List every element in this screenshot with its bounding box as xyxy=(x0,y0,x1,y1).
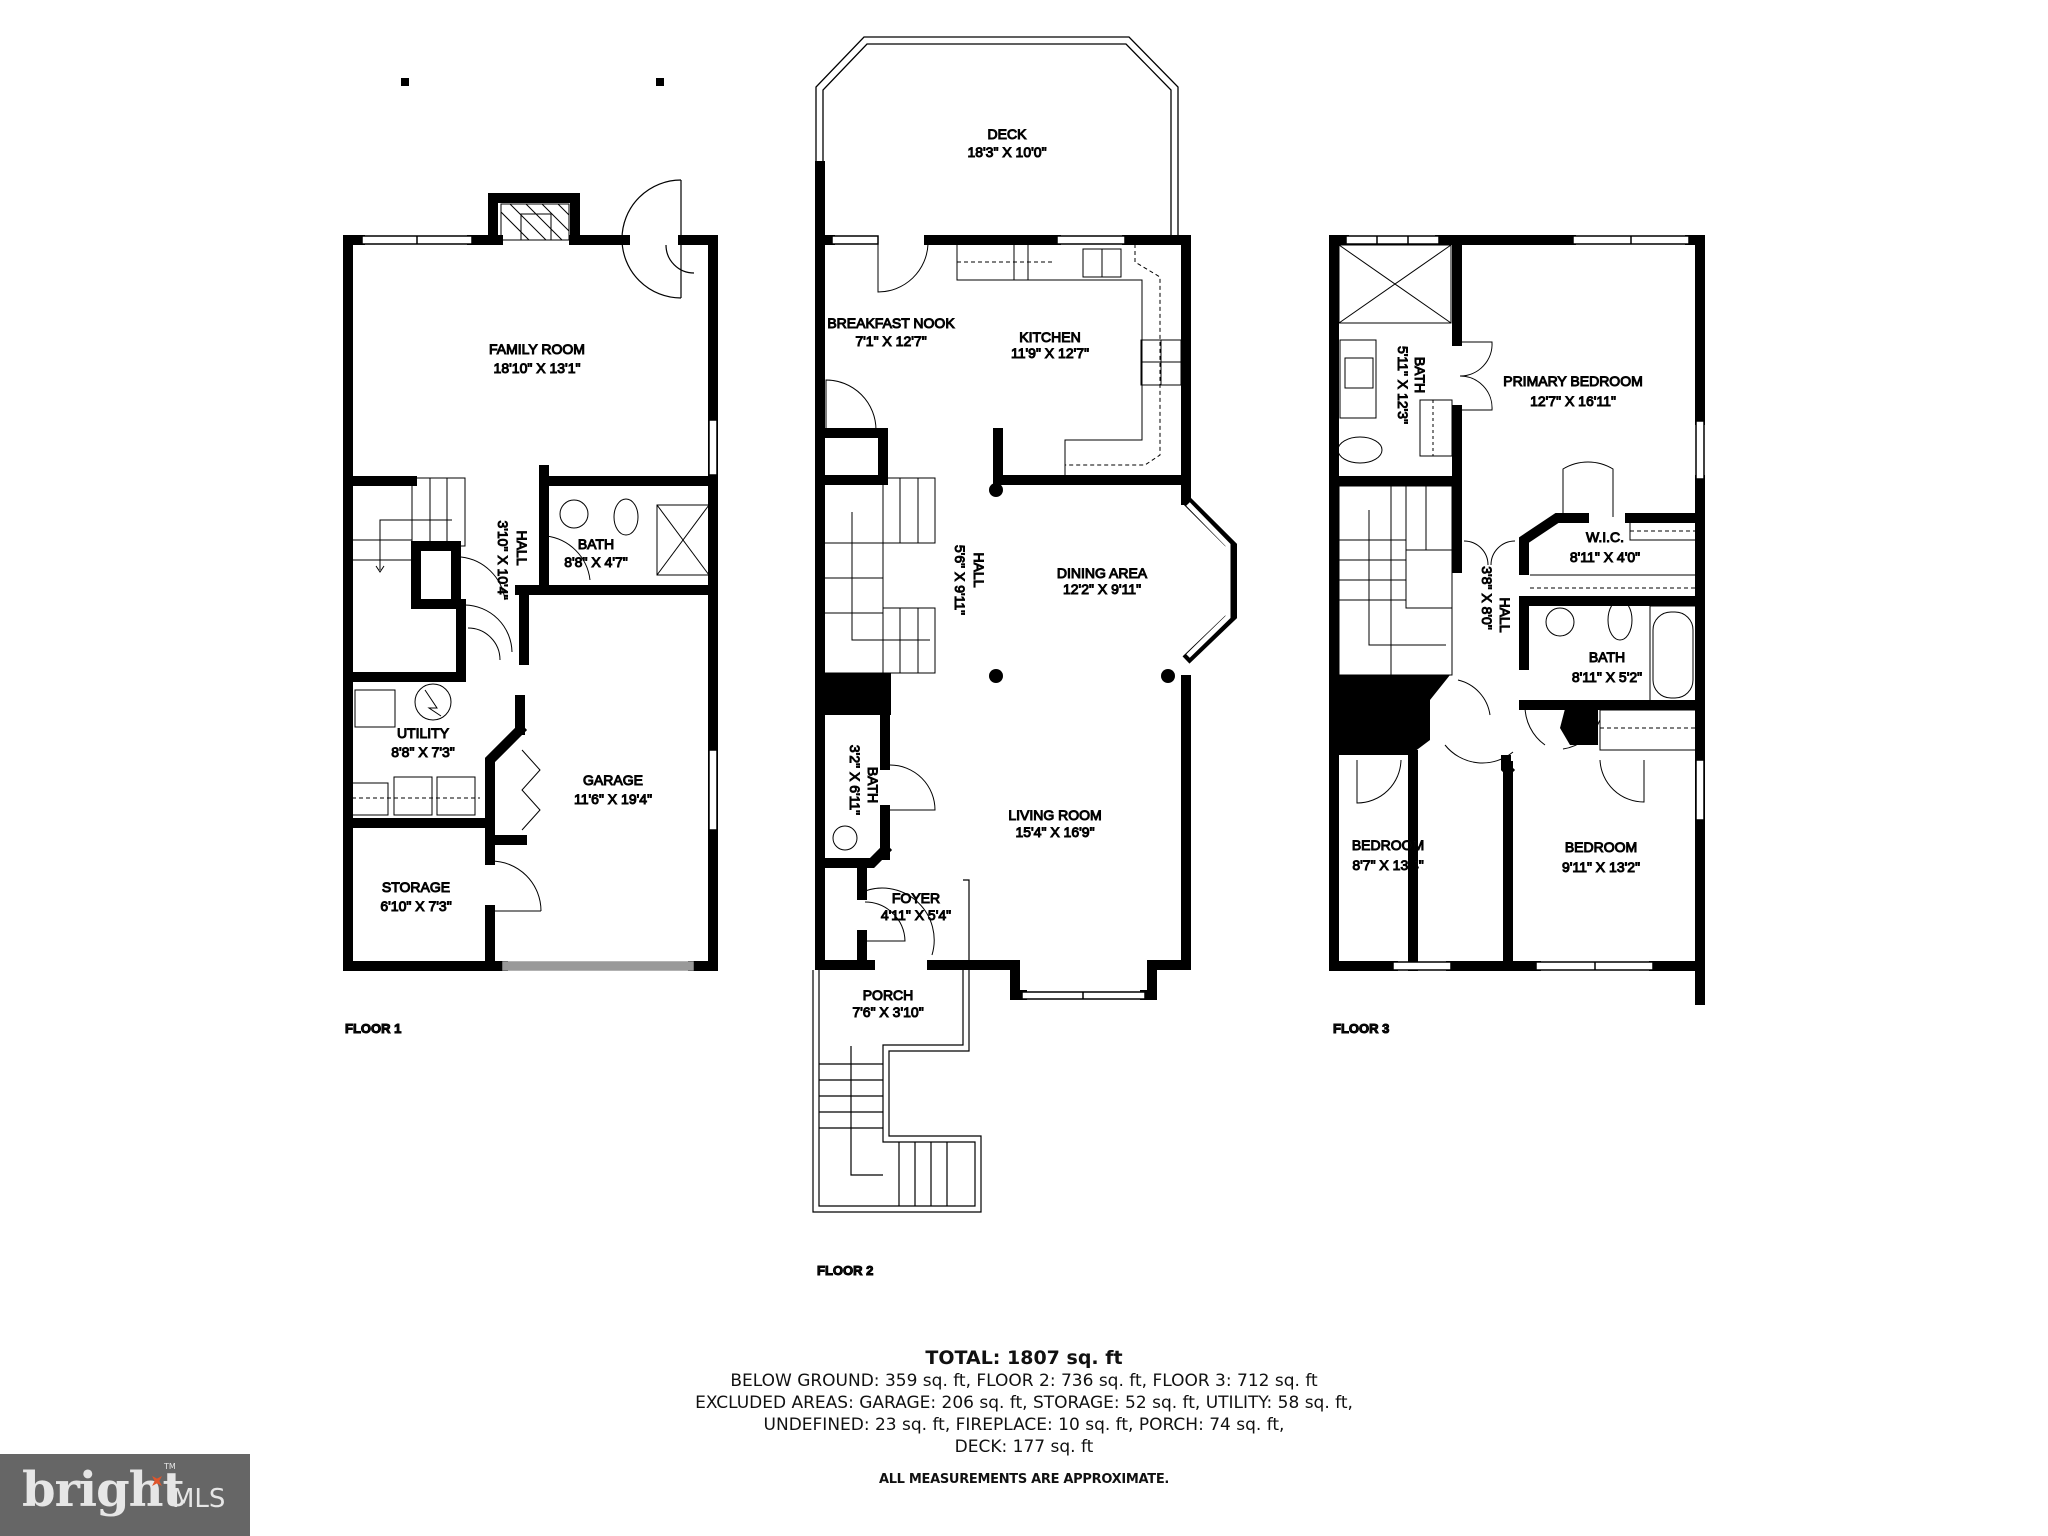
deck-outline xyxy=(815,36,1179,235)
room-dims: 9'11" X 13'2" xyxy=(1562,859,1640,875)
door-icon xyxy=(1459,341,1614,517)
stairs-icon xyxy=(1338,485,1453,676)
room-name: BATH xyxy=(1412,357,1428,393)
room-dims: 8'7" X 13'4" xyxy=(1352,857,1423,873)
door-icon xyxy=(460,556,513,661)
room-dims: 18'3" X 10'0" xyxy=(967,144,1046,160)
room-dims: 7'1" X 12'7" xyxy=(855,333,926,349)
floor-label: FLOOR 2 xyxy=(817,1263,873,1278)
room-name: PRIMARY BEDROOM xyxy=(1503,373,1643,389)
summary-line: EXCLUDED AREAS: GARAGE: 206 sq. ft, STOR… xyxy=(695,1393,1353,1413)
room-dims: 5'6" X 9'11" xyxy=(952,545,968,615)
summary-line: UNDEFINED: 23 sq. ft, FIREPLACE: 10 sq. … xyxy=(763,1415,1285,1435)
room-dims: 5'11" X 12'3" xyxy=(1395,346,1411,424)
floor-1: FAMILY ROOM 18'10" X 13'1" HALL 3'10" X … xyxy=(343,78,718,1037)
logo-suffix: MLS xyxy=(172,1484,226,1514)
room-dims: 6'10" X 7'3" xyxy=(380,898,451,914)
room-dims: 12'7" X 16'11" xyxy=(1530,393,1616,409)
floor-2-walls xyxy=(815,161,1191,1000)
room-name: STORAGE xyxy=(382,879,450,895)
room-name: PORCH xyxy=(863,987,914,1003)
summary-line: BELOW GROUND: 359 sq. ft, FLOOR 2: 736 s… xyxy=(730,1371,1318,1391)
room-name: HALL xyxy=(514,530,530,565)
room-name: BEDROOM xyxy=(1565,839,1637,855)
door-icon xyxy=(621,179,695,299)
room-dims: 3'2" X 6'11" xyxy=(847,745,863,815)
marker xyxy=(401,78,409,86)
room-name: BATH xyxy=(578,536,614,552)
room-dims: 18'10" X 13'1" xyxy=(494,360,581,376)
room-name: BATH xyxy=(865,767,881,803)
column xyxy=(1161,669,1175,683)
bright-mls-logo: bright TM MLS xyxy=(0,1454,250,1536)
floor-label: FLOOR 3 xyxy=(1333,1021,1389,1036)
room-dims: 8'11" X 5'2" xyxy=(1572,669,1642,685)
wall-block xyxy=(1334,675,1450,755)
room-dims: 12'2" X 9'11" xyxy=(1063,581,1141,597)
floor-2: DECK 18'3" X 10'0" BREAKFAST NOOK 7'1" X… xyxy=(812,36,1237,1279)
marker xyxy=(656,78,664,86)
floor-label: FLOOR 1 xyxy=(345,1021,401,1036)
room-name: KITCHEN xyxy=(1019,329,1080,345)
area-summary: TOTAL: 1807 sq. ft BELOW GROUND: 359 sq.… xyxy=(524,1346,1524,1487)
room-name: LIVING ROOM xyxy=(1008,807,1101,823)
windows xyxy=(361,235,718,971)
room-dims: 15'4" X 16'9" xyxy=(1015,824,1094,840)
room-name: HALL xyxy=(1497,597,1513,632)
room-dims: 3'8" X 8'0" xyxy=(1479,566,1495,630)
room-name: UTILITY xyxy=(397,725,450,741)
room-name: BREAKFAST NOOK xyxy=(827,315,955,331)
shower-icon xyxy=(1337,244,1453,464)
room-name: FAMILY ROOM xyxy=(489,341,585,357)
kitchen-counters xyxy=(956,244,1182,480)
room-name: BEDROOM xyxy=(1352,837,1424,853)
door-icon xyxy=(825,243,936,956)
door-icon xyxy=(1339,540,1697,804)
stairs-icon xyxy=(822,477,936,674)
wall-block xyxy=(815,673,891,715)
room-dims: 4'11" X 5'4" xyxy=(881,907,951,923)
floor-1-walls xyxy=(343,193,718,971)
room-name: BATH xyxy=(1589,649,1625,665)
wic-shelving xyxy=(1530,521,1697,589)
room-name: DECK xyxy=(988,126,1028,142)
room-name: W.I.C. xyxy=(1586,529,1624,545)
windows xyxy=(831,235,1146,1000)
summary-line: DECK: 177 sq. ft xyxy=(954,1437,1094,1457)
sink-icon xyxy=(832,825,858,851)
bath-fixtures-icon xyxy=(545,498,710,581)
porch-stairs xyxy=(812,879,982,1213)
room-name: GARAGE xyxy=(583,772,643,788)
disclaimer: ALL MEASUREMENTS ARE APPROXIMATE. xyxy=(878,1472,1170,1487)
room-dims: 11'9" X 12'7" xyxy=(1011,345,1089,361)
column xyxy=(989,669,1003,683)
windows xyxy=(1345,235,1705,971)
room-name: HALL xyxy=(971,552,987,587)
column xyxy=(989,483,1003,497)
floor-3-walls xyxy=(1329,235,1705,1005)
room-dims: 8'8" X 4'7" xyxy=(564,554,628,570)
room-dims: 8'11" X 4'0" xyxy=(1570,549,1640,565)
fireplace-icon xyxy=(500,203,570,241)
logo-brand: bright xyxy=(22,1462,185,1518)
floor-3: BATH 5'11" X 12'3" PRIMARY BEDROOM 12'7"… xyxy=(1329,235,1705,1037)
room-name: FOYER xyxy=(892,890,940,906)
bay-window xyxy=(1182,496,1237,664)
stairs-icon xyxy=(352,477,466,573)
door-icon xyxy=(490,749,542,912)
trademark: TM xyxy=(164,1462,176,1471)
total-area: TOTAL: 1807 sq. ft xyxy=(925,1347,1123,1369)
room-dims: 11'6" X 19'4" xyxy=(574,791,652,807)
wall-block xyxy=(1560,705,1598,745)
room-dims: 7'6" X 3'10" xyxy=(852,1004,923,1020)
room-name: DINING AREA xyxy=(1057,565,1148,581)
utility-fixtures-icon xyxy=(351,683,480,816)
bath-fixtures-icon xyxy=(1545,599,1697,703)
room-dims: 3'10" X 10'4" xyxy=(495,520,511,599)
room-dims: 8'8" X 7'3" xyxy=(391,744,455,760)
